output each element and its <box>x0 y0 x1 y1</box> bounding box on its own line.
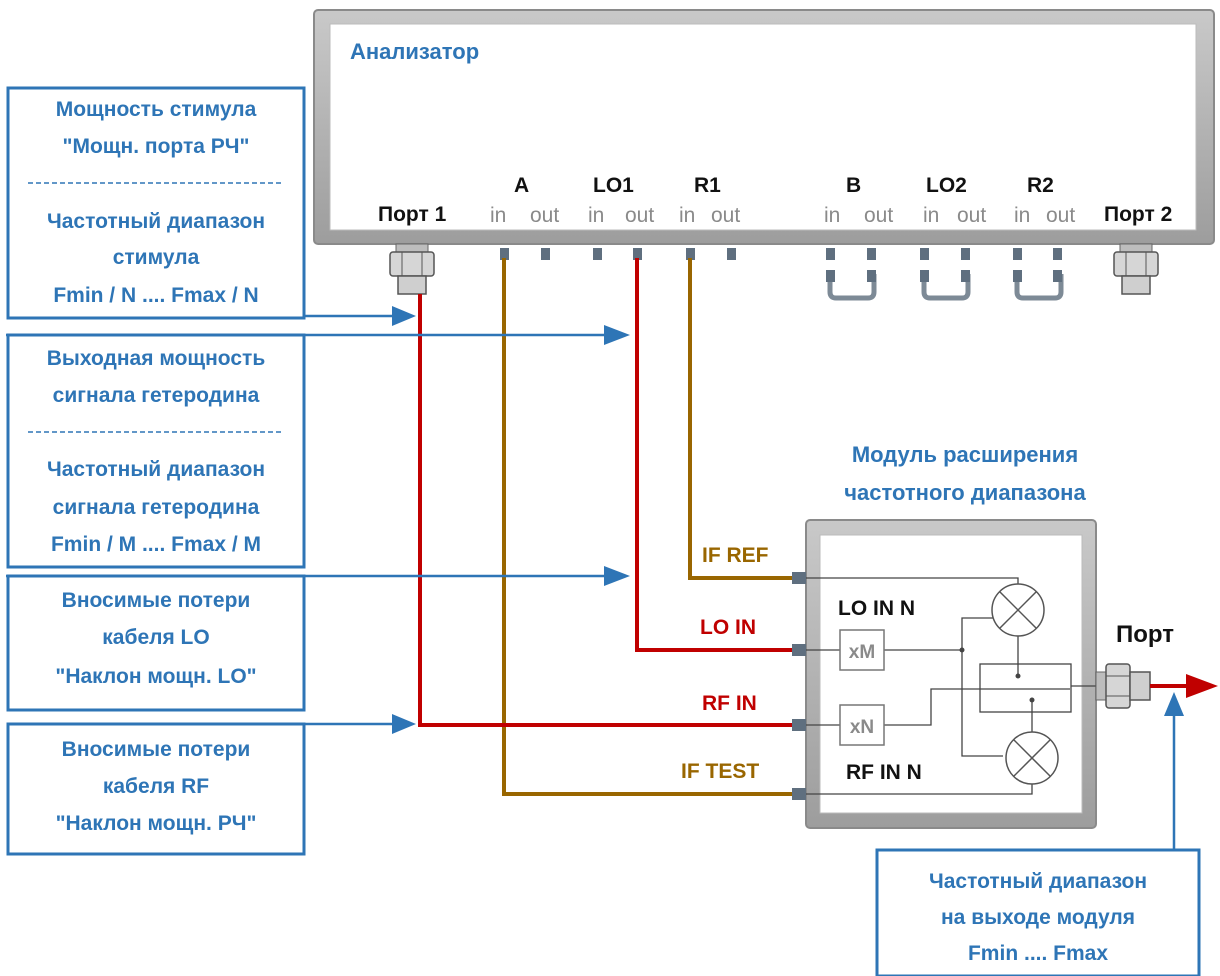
module-port-stubs <box>792 572 806 800</box>
group-r2-label: R2 <box>1027 174 1054 197</box>
module-title-line1: Модуль расширения <box>852 442 1078 467</box>
multiplier-n-label: xN <box>850 717 874 738</box>
if-test-label: IF TEST <box>681 760 759 783</box>
group-r1-label: R1 <box>694 174 721 197</box>
group-lo2-in: in <box>923 204 939 227</box>
group-a-in: in <box>490 204 506 227</box>
lo-in-label: LO IN <box>700 616 756 639</box>
lo-line5: Fmin / M .... Fmax / M <box>51 533 261 556</box>
module-output-connector-icon <box>1095 663 1151 709</box>
group-b-label: B <box>846 174 861 197</box>
callout-output: Частотный диапазон на выходе модуля Fmin… <box>875 848 1201 976</box>
rf-in-n-label: RF IN N <box>846 761 922 784</box>
stimulus-line2: "Мощн. порта РЧ" <box>63 135 250 158</box>
lo-loss-line2: кабеля LO <box>102 626 209 649</box>
group-lo1-label: LO1 <box>593 174 634 197</box>
lo-in-n-label: LO IN N <box>838 597 915 620</box>
lo-line2: сигнала гетеродина <box>53 384 260 407</box>
jumper-ends <box>826 270 1062 282</box>
analyzer-port-stubs <box>500 248 1062 260</box>
group-a-label: A <box>514 174 529 197</box>
group-lo1-in: in <box>588 204 604 227</box>
loop-jumper-icons <box>827 274 1064 301</box>
port1-label: Порт 1 <box>378 203 447 226</box>
rf-loss-line2: кабеля RF <box>103 775 209 798</box>
module-port-label: Порт <box>1116 621 1174 648</box>
port1-connector-icon <box>389 243 435 295</box>
group-lo1-out: out <box>625 204 654 227</box>
group-b-out: out <box>864 204 893 227</box>
if-ref-cable <box>688 258 795 580</box>
lo-in-cable <box>635 258 795 652</box>
multiplier-m-label: xM <box>849 642 875 663</box>
group-b-in: in <box>824 204 840 227</box>
callout-stimulus: Мощность стимула "Мощн. порта РЧ" Частот… <box>6 86 306 320</box>
module-junction-dots <box>959 647 1035 703</box>
stimulus-line4: стимула <box>113 246 200 269</box>
analyzer-title: Анализатор <box>350 39 479 64</box>
group-r2-out: out <box>1046 204 1075 227</box>
port2-label: Порт 2 <box>1104 203 1172 226</box>
output-line3: Fmin .... Fmax <box>968 942 1108 965</box>
multiplier-m-block: xM <box>839 629 885 671</box>
mixer-lo-icon <box>991 583 1045 637</box>
callout-lo: Выходная мощность сигнала гетеродина Час… <box>6 333 306 569</box>
lo-line1: Выходная мощность <box>47 347 266 370</box>
output-line1: Частотный диапазон <box>929 870 1147 893</box>
port2-connector-icon <box>1113 243 1159 295</box>
if-test-cable <box>502 258 795 796</box>
rf-in-label: RF IN <box>702 692 757 715</box>
rf-loss-line1: Вносимые потери <box>62 738 251 761</box>
rf-in-cable <box>418 294 795 727</box>
lo-loss-line3: "Наклон мощн. LO" <box>55 665 256 688</box>
lo-loss-line1: Вносимые потери <box>62 589 251 612</box>
multiplier-n-block: xN <box>839 704 885 746</box>
stimulus-line3: Частотный диапазон <box>47 210 265 233</box>
output-arrow-icon <box>1150 674 1218 698</box>
callout-lo-loss: Вносимые потери кабеля LO "Наклон мощн. … <box>6 574 306 712</box>
group-r1-in: in <box>679 204 695 227</box>
group-a-out: out <box>530 204 559 227</box>
stimulus-line1: Мощность стимула <box>56 98 257 121</box>
rf-loss-line3: "Наклон мощн. РЧ" <box>56 812 257 835</box>
stimulus-line5: Fmin / N .... Fmax / N <box>53 284 258 307</box>
callout-rf-loss: Вносимые потери кабеля RF "Наклон мощн. … <box>6 722 306 856</box>
lo-line4: сигнала гетеродина <box>53 496 260 519</box>
group-lo2-out: out <box>957 204 986 227</box>
lo-line3: Частотный диапазон <box>47 458 265 481</box>
group-r1-out: out <box>711 204 740 227</box>
group-lo2-label: LO2 <box>926 174 967 197</box>
group-r2-in: in <box>1014 204 1030 227</box>
mixer-rf-icon <box>1005 731 1059 785</box>
analyzer-box: Анализатор Порт 1 Порт 2 A LO1 R1 B LO2 … <box>313 9 1215 245</box>
output-line2: на выходе модуля <box>941 906 1135 929</box>
module-title-line2: частотного диапазона <box>844 480 1086 505</box>
if-ref-label: IF REF <box>702 544 769 567</box>
